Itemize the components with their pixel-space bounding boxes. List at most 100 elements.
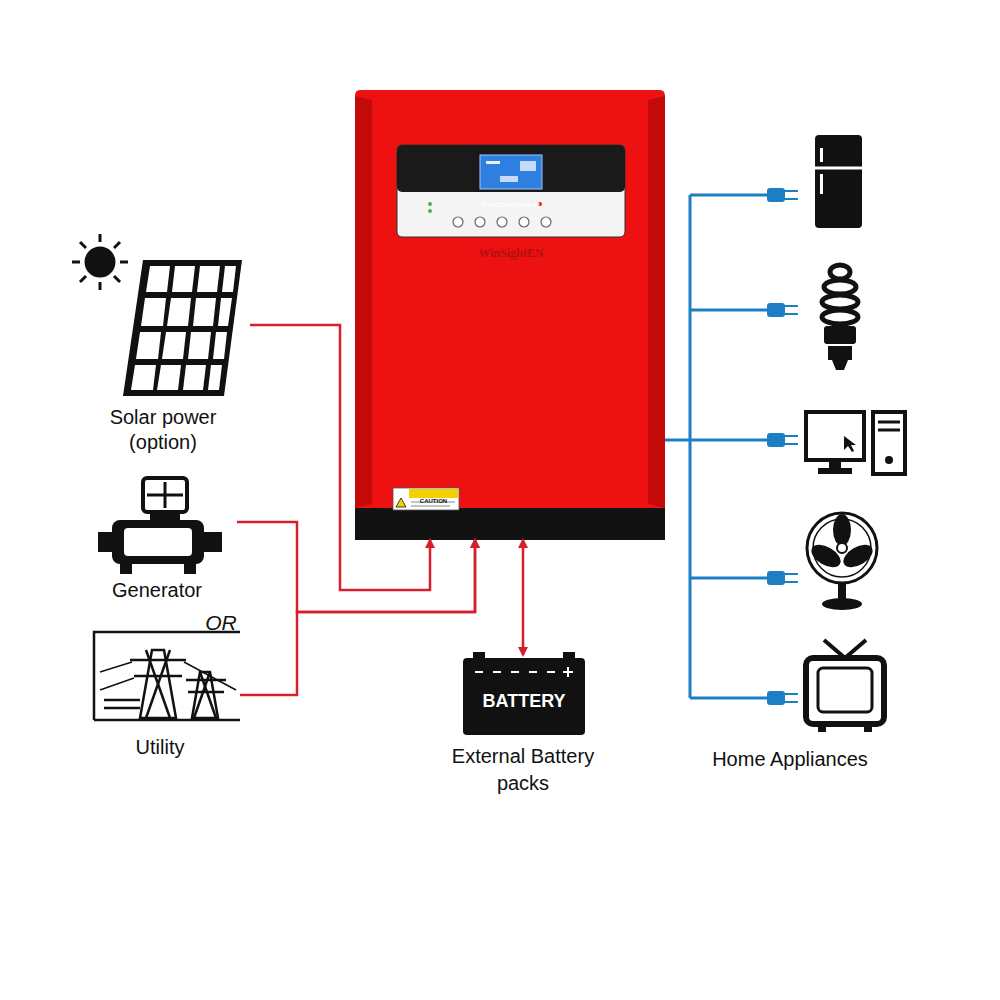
computer-icon-part xyxy=(844,436,856,452)
inverter-housing-part xyxy=(396,498,406,507)
utility-pylon-icon-part xyxy=(100,662,132,672)
sun-icon-part xyxy=(86,248,114,276)
solar-panel-icon-part xyxy=(131,365,156,390)
group-label-holder: Home Appliances xyxy=(690,747,890,772)
inverter-housing-part xyxy=(393,488,459,510)
solar-panel-icon-part xyxy=(131,266,236,390)
appliance-wiring-part xyxy=(690,577,768,580)
utility-pylon-icon-part xyxy=(104,699,140,702)
sun-icon-part xyxy=(99,234,102,242)
appliance-wiring-part xyxy=(690,309,768,312)
plug-icon-part xyxy=(768,572,784,584)
inverter-unit: FUNCTION DISPLAY WinSightEN CAUTION xyxy=(355,90,665,540)
caution-tag-holder: CAUTION xyxy=(409,489,458,507)
solar-panel-icon-part xyxy=(188,332,211,359)
computer-icon-part xyxy=(818,468,852,474)
sun-icon-part xyxy=(80,242,86,248)
inverter-housing-part xyxy=(411,506,450,507)
power-wire xyxy=(240,540,475,695)
generator-icon-part xyxy=(143,478,187,512)
plug-icon-part xyxy=(784,305,798,307)
inverter-housing-part xyxy=(355,96,372,508)
battery-icon-part xyxy=(473,652,485,660)
inverter-housing-part xyxy=(497,217,507,227)
fan-icon-part xyxy=(807,513,877,583)
plug-icon-part xyxy=(784,435,798,437)
generator-icon-part xyxy=(124,528,192,556)
battery-icon-part xyxy=(475,671,483,673)
group-label: Home Appliances xyxy=(712,747,868,772)
plug-icon-part xyxy=(784,198,798,200)
fan-icon-part xyxy=(822,598,862,610)
battery-icon-part xyxy=(529,671,537,673)
utility-pylon-icon-part xyxy=(184,662,236,690)
inverter-housing xyxy=(355,90,665,540)
computer-icon-part xyxy=(885,456,893,464)
panel-caption: FUNCTION DISPLAY xyxy=(482,201,540,209)
brand-name-holder: WinSightEN xyxy=(451,243,571,261)
utility-pylon-icon xyxy=(94,632,240,720)
tv-icon-part xyxy=(806,658,884,724)
source-label-holder: Utility xyxy=(80,735,240,760)
plug-icon-part xyxy=(784,190,798,192)
solar-panel-icon-part xyxy=(193,298,216,326)
solar-panel-icon-part xyxy=(222,266,236,292)
solar-panel-icon-part xyxy=(167,298,191,326)
or-label-holder: OR xyxy=(196,610,246,636)
utility-pylon-icon-part xyxy=(194,672,210,718)
battery-pack: BATTERYExternal Battery packs xyxy=(440,655,606,803)
plug-icon xyxy=(768,189,798,704)
utility-pylon-icon-part xyxy=(146,650,170,718)
utility-pylon-icon-part xyxy=(100,678,134,690)
generator-icon-part xyxy=(112,520,204,564)
battery-icon-part xyxy=(511,671,519,673)
plug-icon-part xyxy=(784,573,798,575)
computer-icon-part xyxy=(806,412,864,460)
source-label-holder: Solar power (option) xyxy=(96,405,230,455)
utility-pylon-icon-part xyxy=(146,650,170,718)
plug-icon-part xyxy=(768,189,784,201)
battery-icon-part xyxy=(567,667,569,677)
power-wire xyxy=(237,522,475,612)
fridge-icon-part xyxy=(815,167,862,170)
inverter-housing-part xyxy=(397,145,625,237)
panel-caption-holder: FUNCTION DISPLAY xyxy=(461,193,561,211)
appliance-wiring-part xyxy=(690,439,768,442)
solar-panel-icon-part xyxy=(123,260,242,396)
solar-panel-icon-part xyxy=(197,266,220,292)
plug-icon-part xyxy=(768,434,784,446)
solar-panel-icon-part xyxy=(218,298,232,326)
sun-icon-part xyxy=(80,276,86,282)
utility-pylon-icon-part xyxy=(104,707,140,710)
solar-panel-icon-part xyxy=(157,365,181,390)
solar-panel-icon-part xyxy=(141,298,166,326)
generator-icon-part xyxy=(98,532,112,552)
fridge-icon xyxy=(815,135,862,228)
solar-panel-icon-part xyxy=(208,365,222,390)
battery-icon xyxy=(463,652,585,735)
battery-icon-part xyxy=(463,658,585,735)
bulb-icon-part xyxy=(830,265,850,279)
inverter-housing-part xyxy=(648,96,665,508)
power-wire xyxy=(522,540,525,655)
computer-icon xyxy=(806,412,905,474)
power-wire xyxy=(250,325,430,590)
appliance-wiring-part xyxy=(690,697,768,700)
solar-panel-icon-part xyxy=(136,332,161,359)
inverter-housing-part xyxy=(428,209,432,213)
source-label: Utility xyxy=(136,735,185,760)
generator-icon-part xyxy=(120,564,132,574)
solar-panel-icon xyxy=(123,260,242,396)
fan-icon xyxy=(807,513,877,610)
plug-icon-part xyxy=(784,693,798,695)
solar-panel-icon-part xyxy=(172,266,195,292)
inverter-housing-part xyxy=(428,202,432,206)
bulb-icon-part xyxy=(824,326,856,344)
bulb-icon-part xyxy=(824,280,856,294)
sun-icon-part xyxy=(72,261,80,264)
battery-caption-holder: External Battery packs xyxy=(451,743,595,797)
or-label: OR xyxy=(205,610,237,636)
inverter-housing-part xyxy=(411,502,455,503)
inverter-housing-part xyxy=(409,489,458,498)
